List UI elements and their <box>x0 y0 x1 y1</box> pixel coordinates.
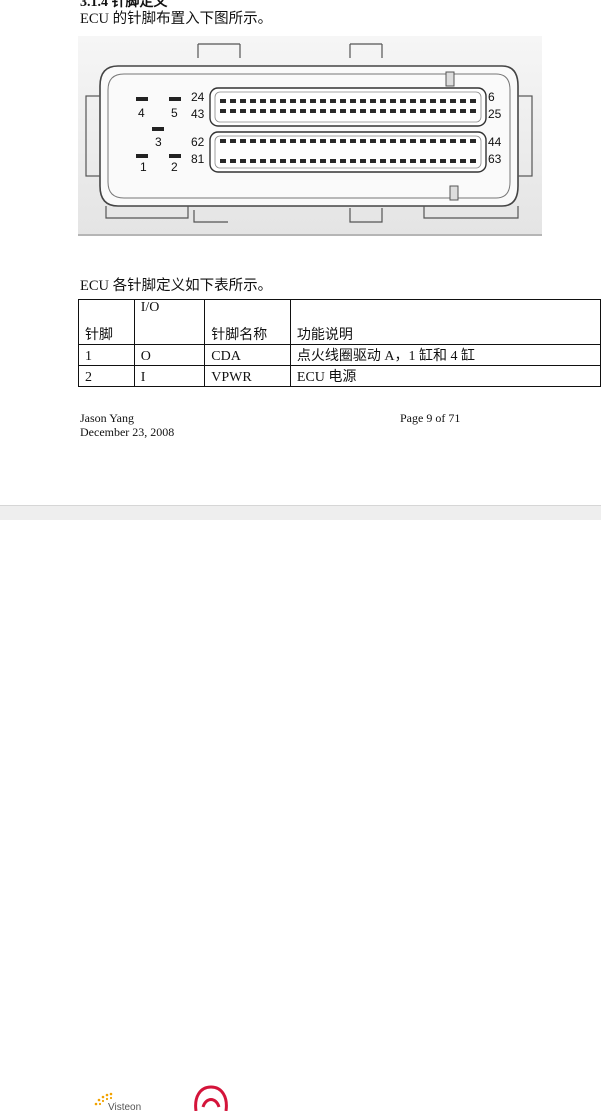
document-page: 3.1.4 针脚定义 ECU 的针脚布置入下图所示。 <box>0 0 601 505</box>
header-pin: 针脚 <box>85 328 113 343</box>
cell-name: VPWR <box>204 365 291 387</box>
table-row: 1 O CDA 点火线圈驱动 A，1 缸和 4 缸 <box>78 344 601 366</box>
power-pin-block <box>136 97 181 158</box>
visteon-logo-text: Visteon <box>108 1102 141 1111</box>
pin-definition-table: 针脚 I/O 针脚名称 功能说明 1 O CDA 点火线圈驱动 A，1 缸和 4… <box>78 299 601 387</box>
cell-io: O <box>133 344 206 366</box>
brand-emblem-logo <box>194 1085 228 1111</box>
cell-function: 点火线圈驱动 A，1 缸和 4 缸 <box>289 344 601 366</box>
pin-label-62: 62 <box>191 135 205 149</box>
page-number: Page 9 of 71 <box>400 411 461 425</box>
signal-pin-block-lower <box>209 131 487 173</box>
table-intro-text: ECU 各针脚定义如下表所示。 <box>80 278 273 294</box>
cell-function: ECU 电源 <box>289 365 601 387</box>
pin-label-24: 24 <box>191 90 205 104</box>
table-row: 2 I VPWR ECU 电源 <box>78 365 601 387</box>
cell-pin: 1 <box>78 344 135 366</box>
header-function: 功能说明 <box>296 328 353 343</box>
pin-label-63: 63 <box>488 152 502 166</box>
pin-label-4: 4 <box>138 106 145 120</box>
page-separator <box>0 505 601 521</box>
cell-pin: 2 <box>78 365 135 387</box>
pin-label-43: 43 <box>191 107 205 121</box>
pin-label-25: 25 <box>488 107 502 121</box>
pin-label-5: 5 <box>171 106 178 120</box>
pin-label-3: 3 <box>155 135 162 149</box>
header-io: I/O <box>140 300 160 315</box>
cell-name: CDA <box>204 344 291 366</box>
pin-label-2: 2 <box>171 160 178 174</box>
intro-text: ECU 的针脚布置入下图所示。 <box>80 11 273 27</box>
section-heading: 3.1.4 针脚定义 <box>80 0 168 10</box>
pin-label-1: 1 <box>140 160 147 174</box>
footer-author: Jason Yang <box>80 411 135 425</box>
footer-date: December 23, 2008 <box>80 425 175 439</box>
pin-label-44: 44 <box>488 135 502 149</box>
next-page: Visteon <box>0 520 601 1111</box>
header-name: 针脚名称 <box>211 328 268 343</box>
visteon-logo: Visteon <box>94 1092 141 1111</box>
cell-io: I <box>133 365 206 387</box>
ecu-connector-diagram: 4 5 3 1 2 24 43 62 81 6 25 44 63 <box>78 36 542 236</box>
pin-label-81: 81 <box>191 152 205 166</box>
table-header-row: 针脚 I/O 针脚名称 功能说明 <box>78 299 601 345</box>
signal-pin-block-upper <box>209 87 487 127</box>
footer-author-date: Jason Yang December 23, 2008 <box>80 411 174 439</box>
pin-label-6: 6 <box>488 90 495 104</box>
